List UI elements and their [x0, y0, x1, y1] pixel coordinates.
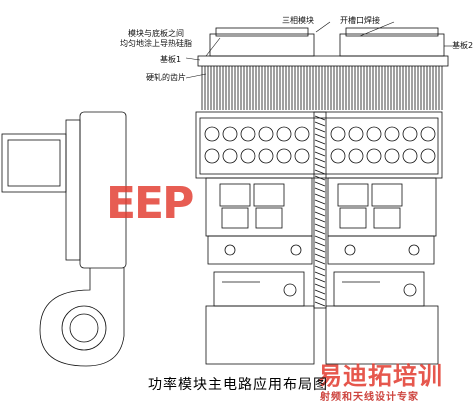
capacitor [348, 126, 364, 142]
label-fin-note: 硬轧的齿片 [146, 73, 186, 82]
strip-hatch [314, 265, 326, 271]
capacitor [294, 148, 310, 164]
strip-hatch [314, 283, 326, 289]
strip-hatch [314, 271, 326, 277]
capacitor [366, 126, 382, 142]
strip-hatch [314, 253, 326, 259]
strip-hatch [314, 133, 326, 139]
strip-hatch [314, 121, 326, 127]
capacitor [276, 126, 292, 142]
strip-hatch [314, 115, 326, 121]
main-frame [195, 111, 443, 179]
substrate-plate [197, 55, 449, 67]
capacitor [330, 126, 346, 142]
module-top-left [209, 27, 315, 57]
capacitor [222, 126, 238, 142]
leader-lines [185, 21, 452, 79]
watermark-logo: EEP [106, 178, 194, 229]
strip-hatch [314, 247, 326, 253]
label-substrate-1: 基板1 [160, 55, 182, 64]
strip-hatch [314, 181, 326, 187]
capacitor [384, 148, 400, 164]
strip-hatch [314, 175, 326, 181]
lower-enclosure-left [205, 305, 315, 365]
strip-hatch [314, 205, 326, 211]
center-strip-pattern [314, 115, 326, 307]
capacitor [204, 148, 220, 164]
strip-hatch [314, 139, 326, 145]
blower-fan [1, 111, 127, 367]
strip-hatch [314, 229, 326, 235]
center-strip [313, 111, 327, 309]
watermark-site-name: 易迪拓培训 [318, 362, 443, 390]
capacitor [384, 126, 400, 142]
heatsink-fins [201, 66, 443, 110]
capacitor [240, 148, 256, 164]
module-row-right [327, 177, 437, 237]
strip-hatch [314, 157, 326, 163]
label-module-substrate-note-1: 模块与底板之间 [128, 29, 184, 38]
capacitor [420, 126, 436, 142]
capacitor [240, 126, 256, 142]
capacitor [276, 148, 292, 164]
strip-hatch [314, 289, 326, 295]
terminal-box-left [213, 271, 305, 307]
drive-board-right [327, 235, 435, 265]
strip-hatch [314, 199, 326, 205]
capacitor [348, 148, 364, 164]
strip-hatch [314, 217, 326, 223]
capacitor [402, 148, 418, 164]
strip-hatch [314, 301, 326, 307]
capacitor [204, 126, 220, 142]
strip-hatch [314, 277, 326, 283]
label-module-substrate-note-2: 均匀地涂上导热硅脂 [120, 39, 192, 48]
watermark-site-slogan: 射频和天线设计专家 [320, 392, 419, 403]
capacitor [402, 126, 418, 142]
module-top-right [339, 27, 445, 57]
strip-hatch [314, 235, 326, 241]
strip-hatch [314, 295, 326, 301]
figure-caption: 功率模块主电路应用布局图 [148, 377, 328, 393]
label-substrate-2: 基板2 [452, 41, 474, 50]
strip-hatch [314, 259, 326, 265]
label-slot-seal: 开槽口焊接 [340, 16, 380, 25]
strip-hatch [314, 223, 326, 229]
strip-hatch [314, 193, 326, 199]
strip-hatch [314, 145, 326, 151]
capacitor [330, 148, 346, 164]
capacitor [222, 148, 238, 164]
strip-hatch [314, 151, 326, 157]
capacitor [420, 148, 436, 164]
strip-hatch [314, 187, 326, 193]
capacitor [366, 148, 382, 164]
strip-hatch [314, 127, 326, 133]
module-row-left [205, 177, 313, 237]
capacitor [258, 126, 274, 142]
strip-hatch [314, 211, 326, 217]
strip-hatch [314, 163, 326, 169]
capacitor [258, 148, 274, 164]
capacitor [294, 126, 310, 142]
strip-hatch [314, 241, 326, 247]
terminal-box-right [333, 271, 425, 307]
label-three-phase-module: 三相模块 [282, 16, 314, 25]
strip-hatch [314, 169, 326, 175]
lower-enclosure-right [325, 305, 439, 365]
capacitor-array [204, 126, 436, 164]
drive-board-left [207, 235, 313, 265]
